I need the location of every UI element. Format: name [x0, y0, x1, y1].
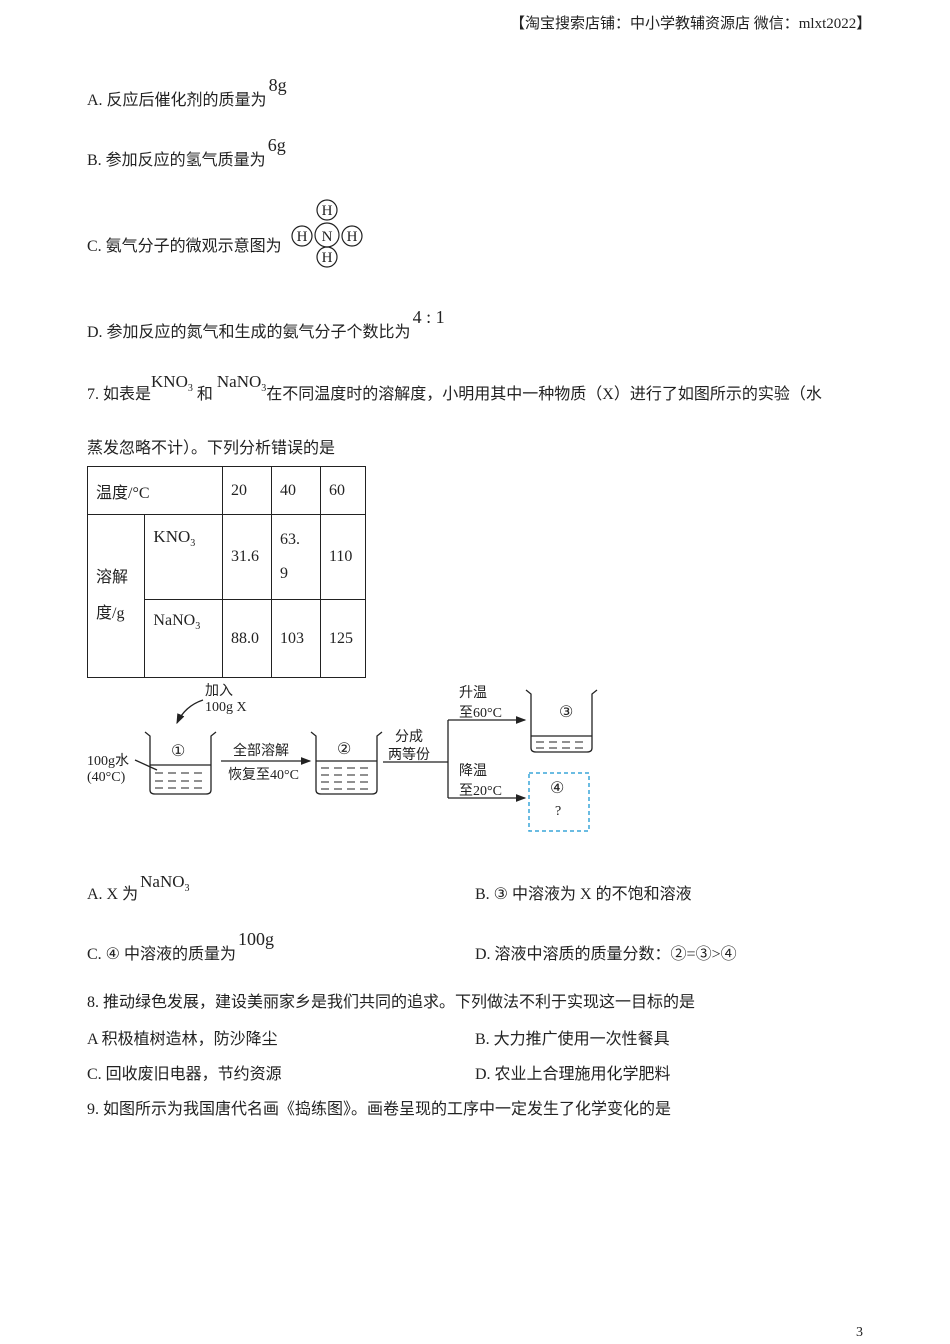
svg-text:H: H	[322, 250, 333, 266]
svg-text:H: H	[297, 229, 308, 245]
q6-option-d-label: D. 参加反应的氮气和生成的氨气分子个数比为	[87, 324, 411, 341]
table-substance-kno3: KNO3	[144, 514, 223, 600]
beaker-2-label: ②	[337, 741, 352, 758]
diagram-water-temp: (40°C)	[87, 770, 126, 785]
table-temp-cell: 60	[320, 466, 366, 515]
q6-option-a: A. 反应后催化剂的质量为8g	[87, 75, 287, 110]
svg-text:H: H	[347, 229, 358, 245]
diagram-cool-temp: 至20°C	[459, 784, 502, 799]
q7-option-b: B. ③ 中溶液为 X 的不饱和溶液	[475, 886, 692, 903]
svg-text:H: H	[322, 203, 333, 219]
table-row-group-label: 溶解度/g	[86, 514, 146, 678]
q6-option-b: B. 参加反应的氢气质量为6g	[87, 135, 286, 170]
q6-option-c-label: C. 氨气分子的微观示意图为	[87, 238, 282, 255]
formula-kno3: KNO3	[151, 372, 193, 394]
diagram-lines-icon	[134, 689, 598, 832]
ammonia-molecule-icon: H N H H H	[291, 199, 363, 268]
q6-option-d: D. 参加反应的氮气和生成的氨气分子个数比为4 : 1	[87, 307, 445, 342]
table-cell: 63.9	[271, 514, 321, 600]
diagram-step1-top: 全部溶解	[233, 744, 289, 759]
svg-text:N: N	[322, 229, 333, 245]
formula-nano3: NaNO3	[140, 872, 190, 894]
q6-option-d-value: 4 : 1	[412, 307, 445, 327]
diagram-split-label: 分成	[395, 730, 423, 745]
table-header-label: 温度/°C	[87, 466, 223, 515]
q9-stem: 9. 如图所示为我国唐代名画《捣练图》。画卷呈现的工序中一定发生了化学变化的是	[87, 1101, 672, 1118]
diagram-add-label: 加入	[205, 684, 233, 699]
table-substance-nano3: NaNO3	[144, 599, 223, 678]
q8-stem: 8. 推动绿色发展，建设美丽家乡是我们共同的追求。下列做法不利于实现这一目标的是	[87, 994, 696, 1011]
table-cell: 125	[320, 599, 366, 678]
q8-option-d: D. 农业上合理施用化学肥料	[475, 1066, 671, 1083]
table-cell: 31.6	[222, 514, 272, 600]
diagram-water-label: 100g水	[87, 754, 129, 769]
q6-option-a-value: 8g	[268, 75, 287, 95]
q7-option-c: C. ④ 中溶液的质量为100g	[87, 929, 275, 963]
diagram-heat-temp: 至60°C	[459, 706, 502, 721]
formula-nano3: NaNO3	[216, 372, 267, 394]
beaker-4-question: ?	[555, 804, 562, 819]
q6-option-c: C. 氨气分子的微观示意图为	[87, 232, 282, 256]
q7-number: 7.	[87, 386, 99, 403]
diagram-cool-label: 降温	[459, 764, 487, 779]
table-row: NaNO3 88.0 103 125	[88, 599, 366, 678]
table-cell: 103	[271, 599, 321, 678]
q7-option-a: A. X 为NaNO3	[87, 872, 190, 903]
q6-option-b-value: 6g	[267, 135, 286, 155]
q8-option-c: C. 回收废旧电器，节约资源	[87, 1066, 282, 1083]
q6-option-b-label: B. 参加反应的氢气质量为	[87, 152, 266, 169]
q6-option-a-label: A. 反应后催化剂的质量为	[87, 92, 267, 109]
q8-option-a: A 积极植树造林，防沙降尘	[87, 1031, 278, 1048]
beaker-4-label: ④	[550, 780, 565, 797]
diagram-heat-label: 升温	[459, 686, 487, 701]
table-temp-cell: 40	[271, 466, 321, 515]
q7-stem-text: 如表是	[103, 386, 152, 403]
table-header-row: 温度/°C 20 40 60	[87, 466, 366, 515]
table-row: 溶解度/g KNO3 31.6 63.9 110	[86, 514, 366, 678]
q7-stem-text-2: 在不同温度时的溶解度，小明用其中一种物质（X）进行了如图所示的实验（水	[266, 386, 822, 403]
q7-option-d: D. 溶液中溶质的质量分数：②=③>④	[475, 946, 737, 963]
table-temp-cell: 20	[222, 466, 272, 515]
beaker-3-label: ③	[559, 704, 574, 721]
diagram-split-label-2: 两等份	[388, 748, 430, 763]
q7-stem-line1: 7. 如表是KNO3 和 NaNO3在不同温度时的溶解度，小明用其中一种物质（X…	[87, 372, 822, 404]
q7-stem-line2: 蒸发忽略不计）。下列分析错误的是	[87, 440, 336, 457]
diagram-add-amount: 100g X	[205, 700, 247, 715]
q8-option-b: B. 大力推广使用一次性餐具	[475, 1031, 670, 1048]
solubility-table: 温度/°C 20 40 60 溶解度/g KNO3 31.6 63.9 110 …	[86, 466, 366, 678]
experiment-diagram: 加入 100g X 100g水 (40°C) ① 全部溶解 恢复至40°C ② …	[85, 678, 605, 838]
table-cell: 88.0	[222, 599, 272, 678]
q7-stem-and: 和	[196, 386, 213, 403]
page-header-watermark: 【淘宝搜索店铺：中小学教辅资源店 微信：mlxt2022】	[510, 16, 872, 32]
page-number: 3	[856, 1325, 863, 1340]
diagram-step1-bottom: 恢复至40°C	[228, 768, 299, 783]
table-cell: 110	[320, 514, 366, 600]
beaker-1-label: ①	[171, 743, 186, 760]
